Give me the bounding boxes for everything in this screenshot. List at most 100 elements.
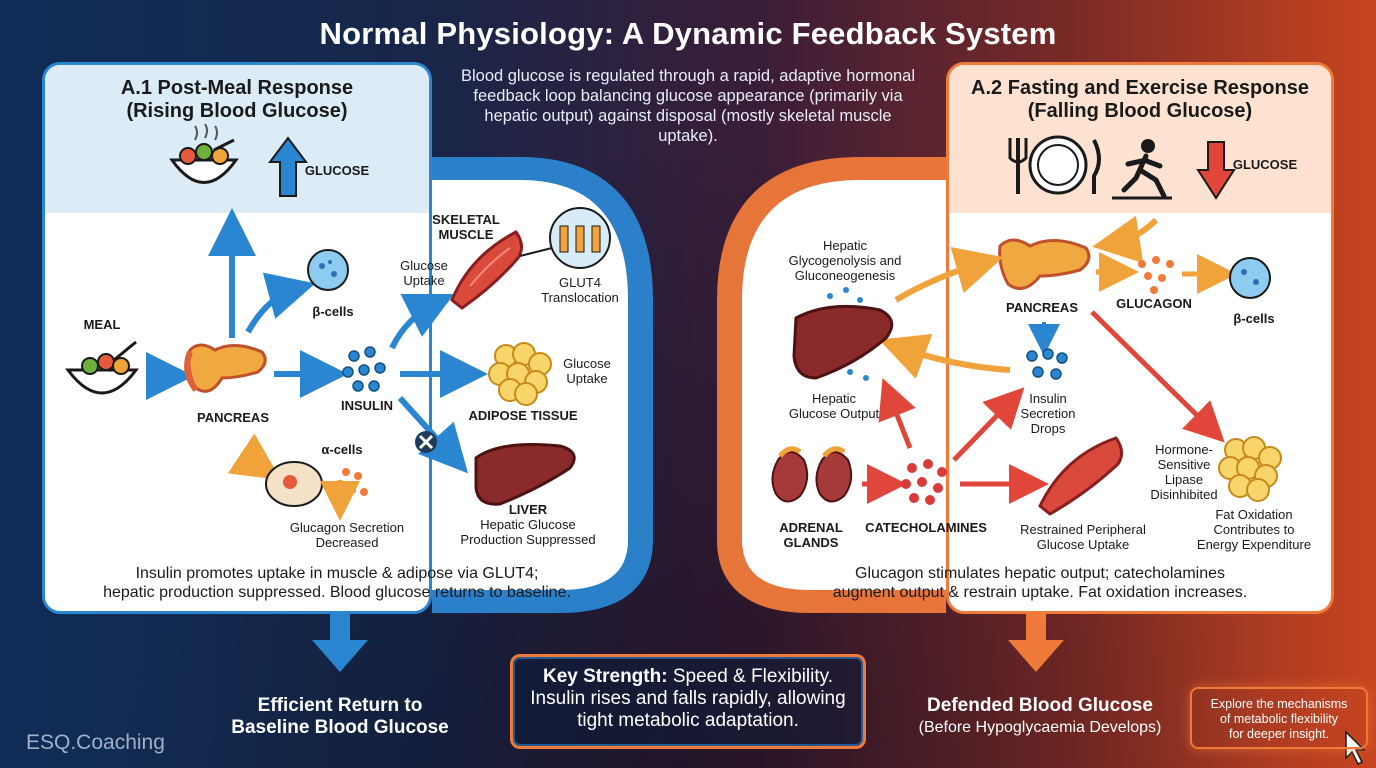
glut4-line1: GLUT4 <box>559 275 601 290</box>
beta-cell-right-icon <box>1229 257 1271 299</box>
explore-line2: of metabolic flexibility <box>1219 712 1339 726</box>
explore-button[interactable]: Explore the mechanisms of metabolic flex… <box>1190 687 1368 749</box>
liver-label: LIVER Hepatic Glucose Production Suppres… <box>448 502 608 547</box>
glucagon-dots-icon <box>342 468 368 496</box>
post-meal-panel: A.1 Post-Meal Response (Rising Blood Glu… <box>42 62 432 614</box>
key-strength-line2: Insulin rises and falls rapidly, allowin… <box>530 688 846 709</box>
glucose-uptake-muscle-line2: Uptake <box>403 273 445 288</box>
liver-icon <box>474 443 576 506</box>
restrained-uptake-label: Restrained Peripheral Glucose Uptake <box>1008 522 1158 552</box>
glucose-down-label: GLUCOSE <box>1232 157 1298 172</box>
pancreas-icon-right <box>998 238 1091 290</box>
key-strength-line1: Key Strength: Speed & Flexibility. <box>513 666 863 688</box>
running-person-icon <box>1112 139 1172 200</box>
muscle-right-icon <box>1038 436 1123 516</box>
glucose-down-arrow-icon <box>1196 141 1236 200</box>
explore-line3: for deeper insight. <box>1228 727 1330 741</box>
adipose-label: ADIPOSE TISSUE <box>468 408 578 423</box>
key-strength-line3: tight metabolic adaptation. <box>577 710 799 731</box>
restrained-line1: Restrained Peripheral <box>1020 522 1146 537</box>
fasting-header: A.2 Fasting and Exercise Response (Falli… <box>949 65 1331 213</box>
alpha-cells-label: α-cells <box>321 442 363 457</box>
catecholamines-icon <box>901 459 947 505</box>
glucose-uptake-muscle-label: Glucose Uptake <box>388 258 460 288</box>
insulin-drops-line1: Insulin <box>1029 391 1067 406</box>
key-strength-bold: Key Strength: <box>542 666 668 687</box>
hepatic-output-line2: Glucose Output <box>788 406 880 421</box>
right-caption-line2: augment output & restrain uptake. Fat ox… <box>832 584 1248 601</box>
beta-cells-right-label: β-cells <box>1233 311 1275 326</box>
plate-cutlery-icon <box>1008 135 1101 195</box>
fat-cells-icon <box>1218 436 1282 502</box>
explore-line1: Explore the mechanisms <box>1210 697 1348 711</box>
fat-line2: Contributes to <box>1213 522 1295 537</box>
glucagon-decreased-line2: Decreased <box>315 535 379 550</box>
hepatic-output-label: Hepatic Glucose Output <box>778 391 890 421</box>
liver-line2: Hepatic Glucose <box>480 517 576 532</box>
alpha-cell-icon <box>265 461 323 507</box>
liver-line3: Production Suppressed <box>460 532 596 547</box>
key-strength-box: Key Strength: Speed & Flexibility. Insul… <box>510 654 866 749</box>
adrenal-line1: ADRENAL <box>779 520 843 535</box>
post-meal-header: A.1 Post-Meal Response (Rising Blood Glu… <box>45 65 429 213</box>
glucose-up-label: GLUCOSE <box>304 163 370 178</box>
glut4-label: GLUT4 Translocation <box>528 275 632 305</box>
pancreas-label: PANCREAS <box>197 410 269 425</box>
pancreas-icon <box>184 343 267 393</box>
left-caption: Insulin promotes uptake in muscle & adip… <box>52 564 622 602</box>
meal-bowl-icon <box>65 340 139 395</box>
salad-bowl-icon <box>169 123 239 184</box>
glucagon-dots-right-icon <box>1138 256 1174 294</box>
skeletal-muscle-line1: SKELETAL <box>432 212 500 227</box>
insulin-label: INSULIN <box>341 398 393 413</box>
efficient-return-label: Efficient Return to Baseline Blood Gluco… <box>210 695 470 739</box>
beta-cells-label: β-cells <box>312 304 354 319</box>
glucose-uptake-adipose-line2: Uptake <box>566 371 608 386</box>
insulin-right-icon <box>1026 348 1068 380</box>
blocked-x-icon <box>415 431 437 453</box>
meal-label: MEAL <box>83 317 121 332</box>
glucose-up-arrow-icon <box>268 136 308 197</box>
post-meal-title: A.1 Post-Meal Response <box>120 77 354 99</box>
liver-line1: LIVER <box>508 502 548 517</box>
hormone-line4: Disinhibited <box>1150 487 1218 502</box>
fasting-panel: A.2 Fasting and Exercise Response (Falli… <box>946 62 1334 614</box>
fasting-subtitle: (Falling Blood Glucose) <box>1027 100 1253 122</box>
insulin-drops-line2: Secretion <box>1020 406 1076 421</box>
hepatic-output-line1: Hepatic <box>811 391 857 406</box>
glucose-uptake-muscle-line1: Glucose <box>400 258 448 273</box>
restrained-line2: Glucose Uptake <box>1036 537 1130 552</box>
adrenal-label: ADRENAL GLANDS <box>770 520 852 550</box>
beta-cell-icon <box>307 249 349 291</box>
adipose-tissue-icon <box>488 342 552 406</box>
hepatic-gly-line3: Gluconeogenesis <box>794 268 896 283</box>
left-caption-line2: hepatic production suppressed. Blood glu… <box>103 584 571 601</box>
adrenal-line2: GLANDS <box>783 535 839 550</box>
defended-glucose-label: Defended Blood Glucose (Before Hypoglyca… <box>900 695 1180 739</box>
right-caption-line1: Glucagon stimulates hepatic output; cate… <box>855 565 1225 582</box>
glucose-uptake-adipose-line1: Glucose <box>563 356 611 371</box>
glucagon-decreased-label: Glucagon Secretion Decreased <box>274 520 420 550</box>
skeletal-muscle-icon <box>450 230 523 310</box>
insulin-drops-line3: Drops <box>1030 421 1066 436</box>
fat-line3: Energy Expenditure <box>1196 537 1312 552</box>
hepatic-gly-line2: Glycogenolysis and <box>788 253 902 268</box>
defended-line1: Defended Blood Glucose <box>927 695 1153 716</box>
liver-right-icon <box>792 304 894 380</box>
key-strength-rest: Speed & Flexibility. <box>667 666 834 687</box>
defended-line2: (Before Hypoglycaemia Develops) <box>918 719 1162 736</box>
glut4-line2: Translocation <box>541 290 619 305</box>
glut4-cell-icon <box>549 207 611 269</box>
hormone-line2: Sensitive <box>1157 457 1211 472</box>
fat-oxidation-label: Fat Oxidation Contributes to Energy Expe… <box>1186 507 1322 552</box>
glucagon-decreased-line1: Glucagon Secretion <box>289 520 405 535</box>
brand-logo-text: ESQ.Coaching <box>26 731 165 754</box>
hormone-line1: Hormone- <box>1155 442 1213 457</box>
left-caption-line1: Insulin promotes uptake in muscle & adip… <box>135 565 539 582</box>
skeletal-muscle-label: SKELETAL MUSCLE <box>426 212 506 242</box>
efficient-return-line1: Efficient Return to <box>257 695 423 716</box>
glucose-release-dots-icon <box>827 287 869 381</box>
catecholamines-label: CATECHOLAMINES <box>865 520 987 535</box>
hormone-lipase-label: Hormone- Sensitive Lipase Disinhibited <box>1144 442 1224 502</box>
pancreas-right-label: PANCREAS <box>1006 300 1078 315</box>
